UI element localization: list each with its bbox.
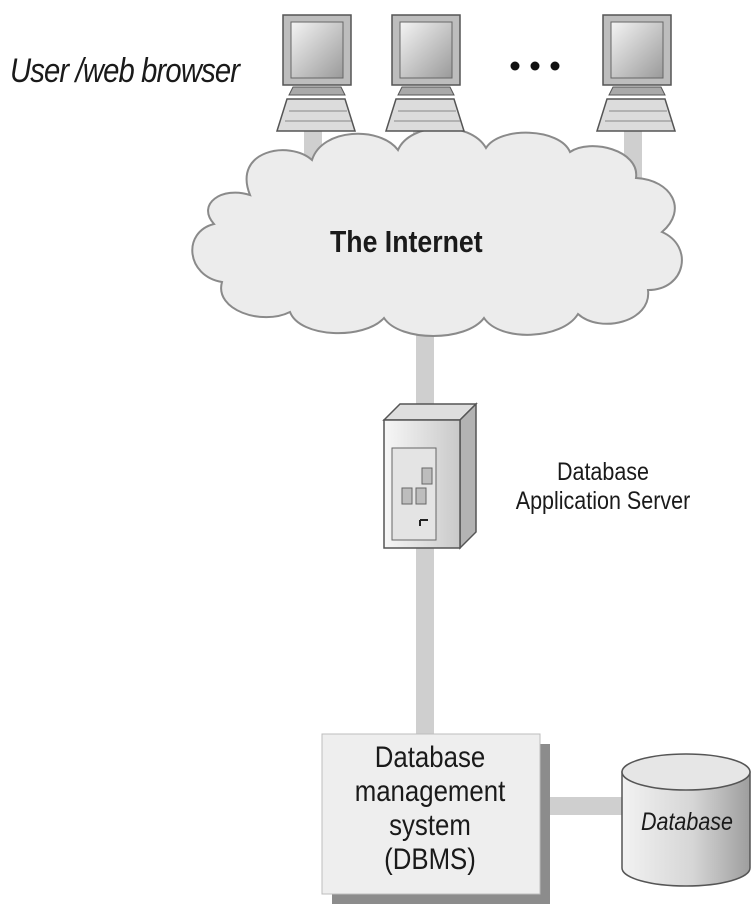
server-label-line1: Database (556, 458, 650, 486)
dbms-box (321, 733, 550, 904)
database-cylinder-icon (621, 753, 751, 887)
dbms-label: Database management system (DBMS) (337, 741, 523, 877)
connector-dbms-db (540, 797, 630, 815)
computer-icon (384, 14, 466, 132)
dbms-label-line4: (DBMS) (384, 843, 476, 876)
application-server-label: Database Application Server (513, 458, 694, 516)
computer-icon (275, 14, 357, 132)
dbms-label-line3: system (389, 809, 471, 842)
connector-server-dbms (416, 545, 434, 735)
connector-cloud-server (416, 320, 434, 410)
ellipsis-dots (510, 61, 560, 71)
user-web-browser-label: User /web browser (10, 52, 240, 90)
server-tower-icon (382, 402, 478, 550)
server-label-line2: Application Server (515, 487, 691, 515)
dbms-label-line2: management (354, 775, 506, 808)
internet-cloud-icon (191, 127, 683, 337)
internet-label: The Internet (330, 224, 483, 259)
database-label: Database (640, 808, 734, 836)
computer-icon (595, 14, 677, 132)
dbms-label-line1: Database (374, 741, 486, 774)
